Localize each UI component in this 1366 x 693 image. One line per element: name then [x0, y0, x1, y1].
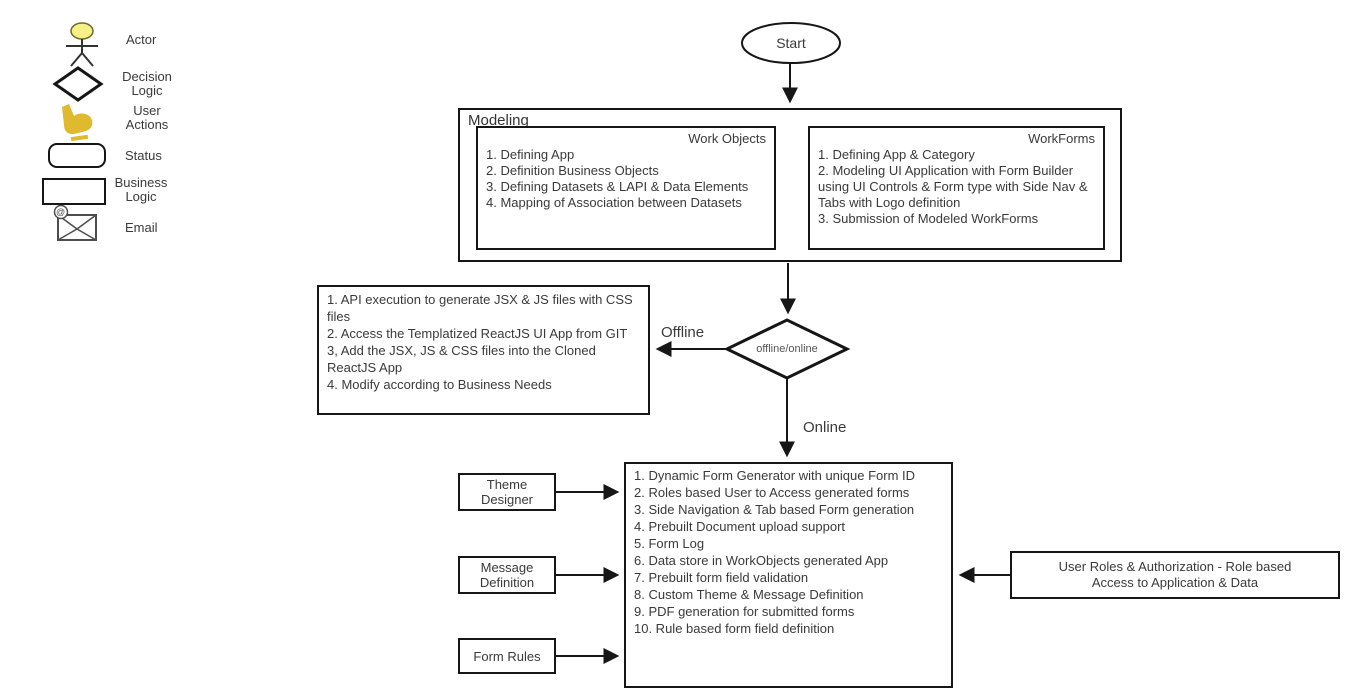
legend-label-user-actions: User Actions: [125, 103, 169, 132]
status-icon: [48, 143, 106, 168]
email-at-glyph: @: [56, 206, 66, 217]
online-branch-label: Online: [803, 419, 847, 436]
list-item: 3. Side Navigation & Tab based Form gene…: [634, 502, 915, 517]
user-roles-box: User Roles & Authorization - Role based …: [1010, 551, 1340, 599]
legend-label-decision-logic: Decision Logic: [122, 69, 172, 98]
legend-label-actor: Actor: [126, 32, 157, 47]
offline-steps-list: 1. API execution to generate JSX & JS fi…: [327, 291, 640, 393]
list-item: 1. Dynamic Form Generator with unique Fo…: [634, 468, 916, 483]
list-item: 3. Submission of Modeled WorkForms: [818, 211, 1039, 226]
theme-designer-box: Theme Designer: [458, 473, 556, 511]
list-item: 7. Prebuilt form field validation: [634, 570, 809, 585]
list-item: 10. Rule based form field definition: [634, 621, 835, 636]
decision-logic-icon: [52, 66, 104, 102]
offline-branch-label: Offline: [661, 324, 705, 341]
list-item: 2. Access the Templatized ReactJS UI App…: [327, 326, 628, 341]
actor-icon: [66, 22, 98, 67]
list-item: 4. Mapping of Association between Datase…: [486, 195, 742, 210]
work-objects-list: 1. Defining App 2. Definition Business O…: [486, 147, 766, 211]
list-item: 2. Modeling UI Application with Form Bui…: [818, 163, 1088, 210]
message-definition-box: Message Definition: [458, 556, 556, 594]
list-item: 2. Roles based User to Access generated …: [634, 485, 910, 500]
list-item: 1. Defining App: [486, 147, 575, 162]
list-item: 6. Data store in WorkObjects generated A…: [634, 553, 889, 568]
decision-diamond-label: offline/online: [756, 343, 818, 355]
workforms-list: 1. Defining App & Category 2. Modeling U…: [818, 147, 1095, 227]
form-rules-box: Form Rules: [458, 638, 556, 674]
workforms-box: WorkForms 1. Defining App & Category 2. …: [808, 126, 1105, 250]
workforms-title: WorkForms: [1028, 131, 1095, 146]
list-item: 3, Add the JSX, JS & CSS files into the …: [327, 343, 596, 375]
start-node-label: Start: [776, 35, 806, 51]
list-item: 2. Definition Business Objects: [486, 163, 659, 178]
legend-label-business-logic: Business Logic: [114, 175, 168, 204]
email-icon: [53, 204, 97, 241]
business-logic-icon: [42, 178, 106, 205]
decision-diamond-shape: [723, 318, 851, 380]
list-item: 3. Defining Datasets & LAPI & Data Eleme…: [486, 179, 749, 194]
list-item: 5. Form Log: [634, 536, 705, 551]
list-item: 8. Custom Theme & Message Definition: [634, 587, 864, 602]
list-item: 9. PDF generation for submitted forms: [634, 604, 855, 619]
online-steps-list: 1. Dynamic Form Generator with unique Fo…: [634, 467, 943, 637]
offline-steps-box: 1. API execution to generate JSX & JS fi…: [317, 285, 650, 415]
list-item: 1. Defining App & Category: [818, 147, 975, 162]
list-item: 4. Modify according to Business Needs: [327, 377, 552, 392]
legend-label-email: Email: [125, 220, 158, 235]
modeling-title: Modeling: [468, 112, 529, 129]
legend-label-status: Status: [125, 148, 162, 163]
user-actions-icon: [62, 104, 93, 142]
work-objects-box: Work Objects 1. Defining App 2. Definiti…: [476, 126, 776, 250]
list-item: 4. Prebuilt Document upload support: [634, 519, 846, 534]
work-objects-title: Work Objects: [688, 131, 766, 146]
online-steps-box: 1. Dynamic Form Generator with unique Fo…: [624, 462, 953, 688]
list-item: 1. API execution to generate JSX & JS fi…: [327, 292, 633, 324]
